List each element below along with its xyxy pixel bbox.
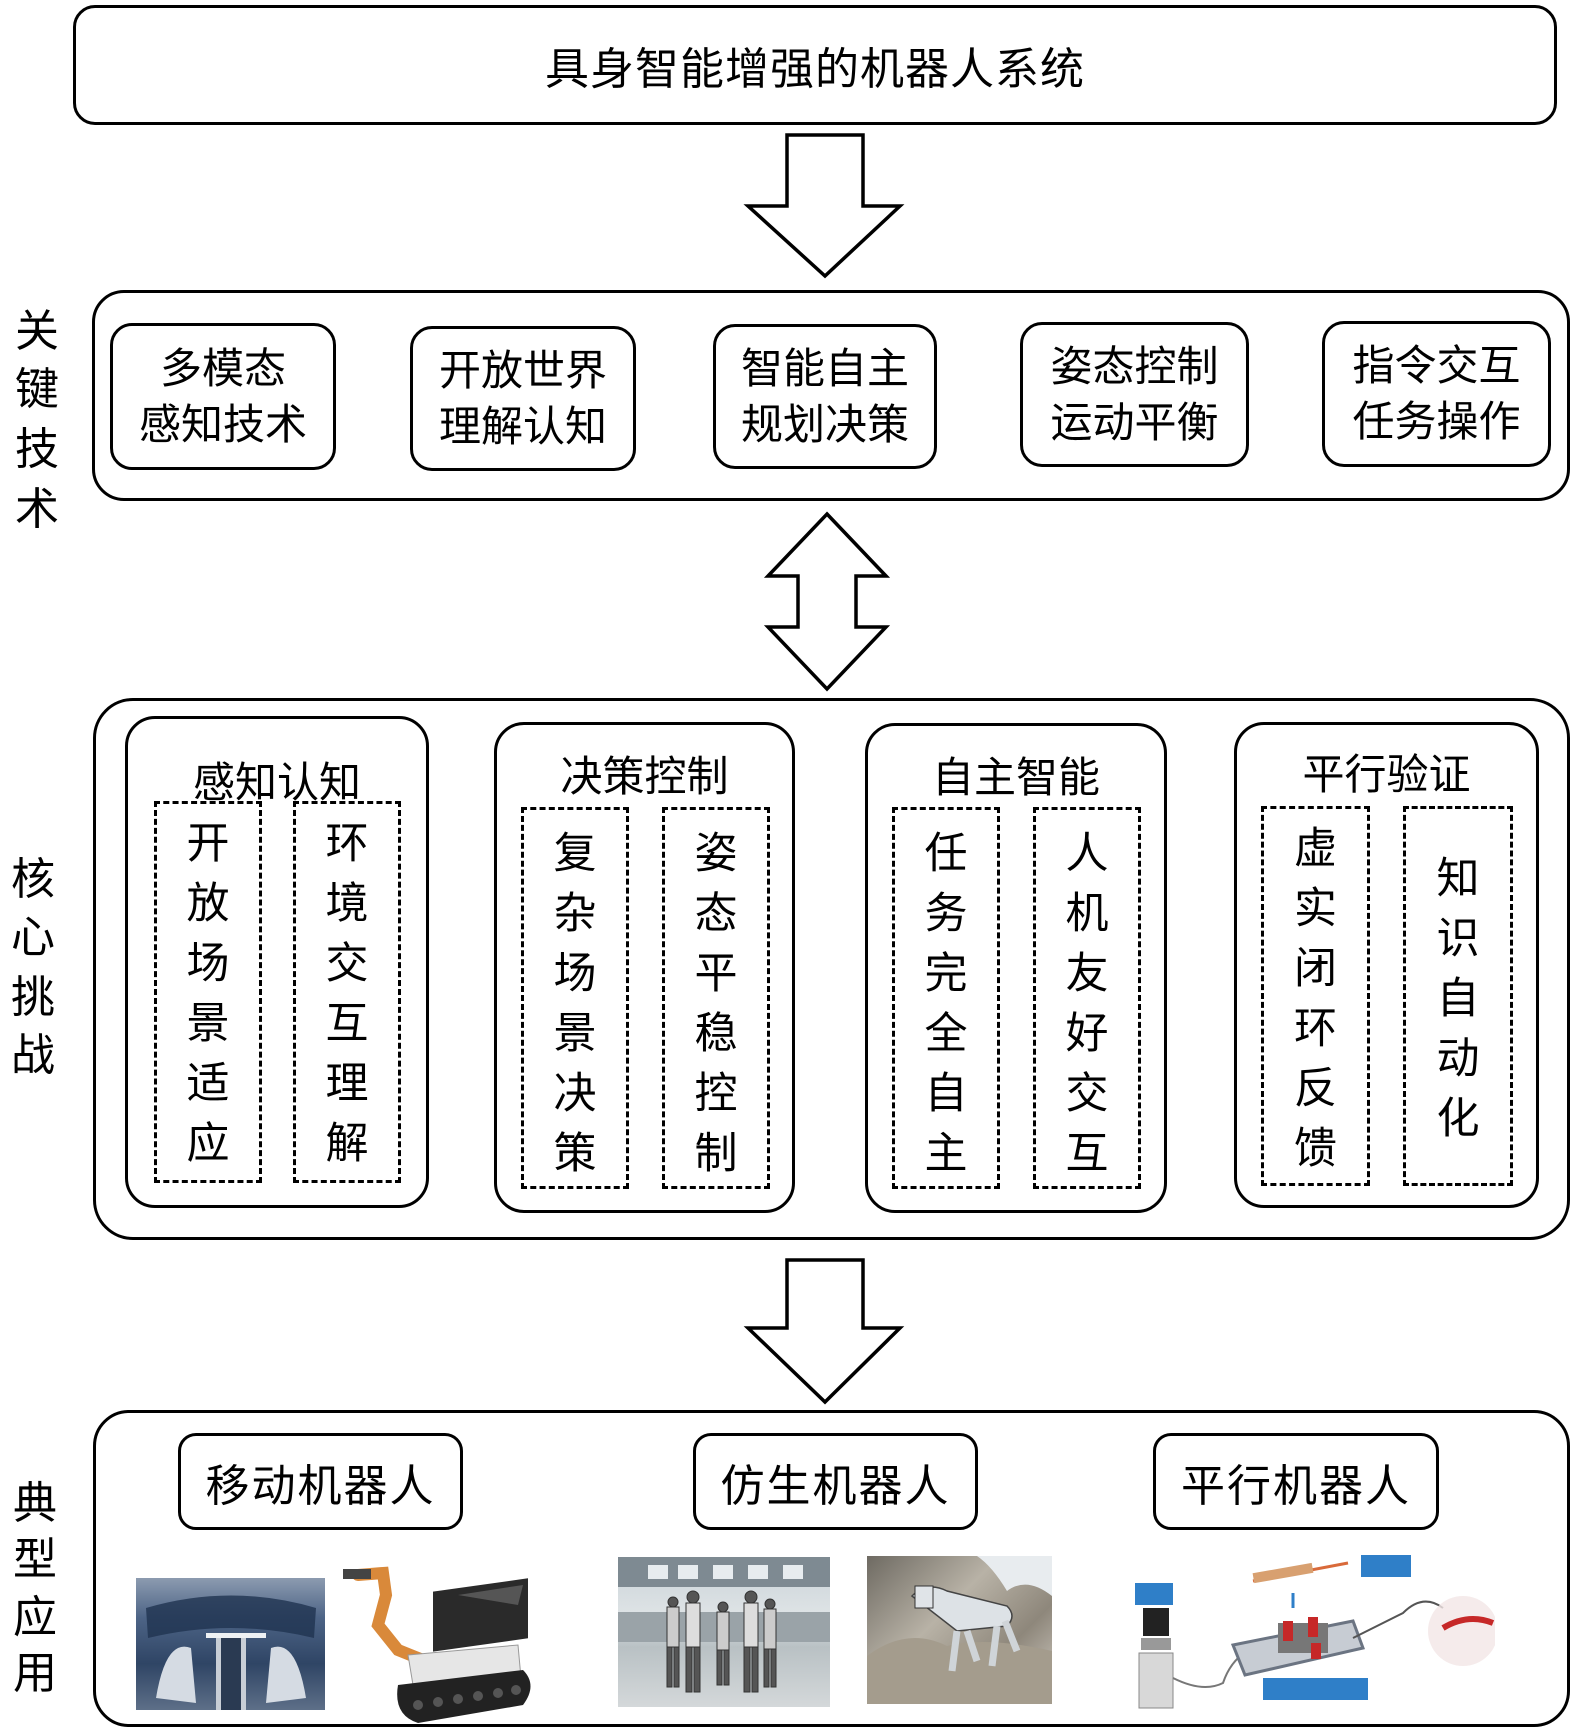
side-label-key-tech: 关 键 技 术 <box>15 306 59 535</box>
app-label-parallel-robot: 平行机器人 <box>1153 1433 1439 1530</box>
tech-box-planning: 智能自主 规划决策 <box>713 324 937 469</box>
humanoid-robots-photo <box>618 1557 830 1707</box>
ultrasound-parallel-robot-diagram <box>1123 1553 1495 1709</box>
down-arrow-icon <box>743 133 905 279</box>
tech-box-open-world: 开放世界 理解认知 <box>410 326 636 471</box>
label-box-ultrasound-device <box>1135 1583 1173 1605</box>
label-box-robot-system <box>1263 1678 1368 1700</box>
challenge-column: 姿 态 平 稳 控 制 <box>662 807 770 1189</box>
tech-box-multimodal: 多模态 感知技术 <box>110 323 336 470</box>
challenge-column: 知 识 自 动 化 <box>1403 806 1513 1186</box>
challenge-card-parallel-verification: 平行验证 虚 实 闭 环 反 馈 知 识 自 动 化 <box>1234 722 1539 1208</box>
card-title: 感知认知 <box>192 758 361 807</box>
tech-box-posture: 姿态控制 运动平衡 <box>1020 322 1249 467</box>
app-label-bionic-robot: 仿生机器人 <box>693 1433 978 1530</box>
tracked-robot-arm-photo <box>338 1565 543 1725</box>
challenge-column: 开 放 场 景 适 应 <box>154 801 262 1183</box>
vehicle-interior-photo <box>136 1578 325 1710</box>
system-title-box: 具身智能增强的机器人系统 <box>73 5 1557 125</box>
card-title: 决策控制 <box>560 752 729 801</box>
challenge-card-perception: 感知认知 开 放 场 景 适 应 环 境 交 互 理 解 <box>125 716 429 1208</box>
card-title: 平行验证 <box>1302 750 1471 799</box>
tech-box-interaction: 指令交互 任务操作 <box>1322 321 1551 467</box>
card-title: 自主智能 <box>931 753 1100 802</box>
challenge-column: 虚 实 闭 环 反 馈 <box>1261 806 1370 1186</box>
down-arrow-icon <box>743 1258 905 1405</box>
challenge-column: 人 机 友 好 交 互 <box>1033 807 1141 1189</box>
challenge-column: 任 务 完 全 自 主 <box>892 807 1000 1189</box>
side-label-applications: 典 型 应 用 <box>13 1478 57 1699</box>
challenge-column: 环 境 交 互 理 解 <box>293 801 401 1183</box>
double-arrow-icon <box>763 511 891 692</box>
side-label-core-challenges: 核 心 挑 战 <box>11 854 55 1081</box>
challenge-column: 复 杂 场 景 决 策 <box>521 807 629 1189</box>
robot-dog-photo <box>867 1556 1052 1704</box>
app-label-mobile-robot: 移动机器人 <box>178 1433 463 1530</box>
challenge-card-decision: 决策控制 复 杂 场 景 决 策 姿 态 平 稳 控 制 <box>494 722 795 1213</box>
label-box-handheld-probe <box>1361 1555 1411 1577</box>
system-title: 具身智能增强的机器人系统 <box>545 44 1085 95</box>
challenge-card-autonomy: 自主智能 任 务 完 全 自 主 人 机 友 好 交 互 <box>865 723 1167 1213</box>
